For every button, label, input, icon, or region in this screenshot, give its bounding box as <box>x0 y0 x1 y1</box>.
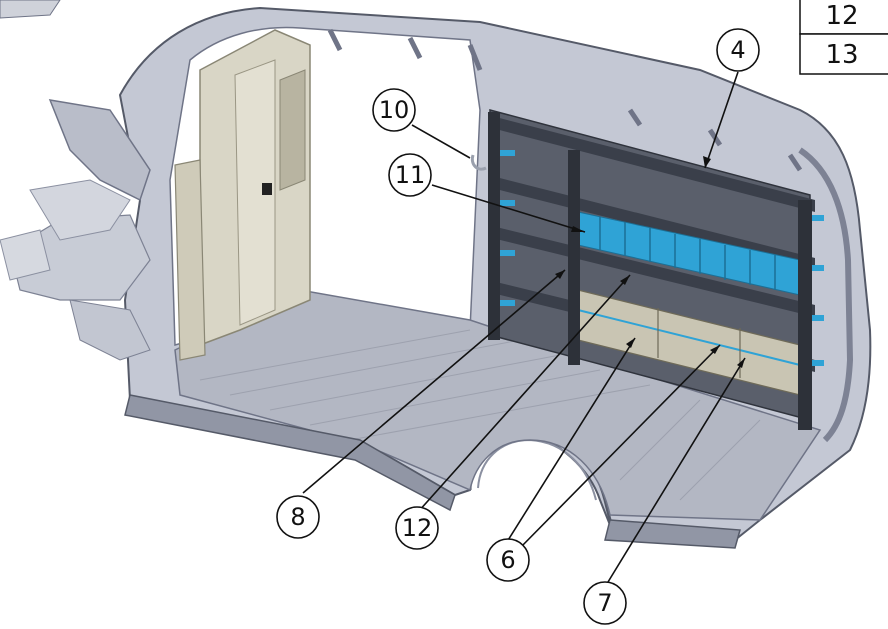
svg-text:7: 7 <box>597 589 612 617</box>
svg-text:12: 12 <box>402 514 433 542</box>
leader-6a <box>504 337 636 546</box>
callout-12: 12 <box>395 506 439 550</box>
callout-7: 7 <box>583 581 627 625</box>
leader-4 <box>704 71 739 169</box>
svg-text:6: 6 <box>500 546 515 574</box>
parts-table-row: 12 <box>825 1 858 31</box>
leader-12 <box>417 274 631 513</box>
leader-8 <box>302 269 566 494</box>
front-cab-frame <box>0 0 151 361</box>
svg-text:11: 11 <box>395 161 426 189</box>
leader-7 <box>607 357 746 583</box>
arrowheads <box>555 156 745 368</box>
callout-10: 10 <box>372 88 416 132</box>
callout-6: 6 <box>486 538 530 582</box>
svg-text:8: 8 <box>290 503 305 531</box>
leader-11 <box>431 184 586 233</box>
svg-text:10: 10 <box>379 96 410 124</box>
callout-4: 4 <box>716 28 760 72</box>
cargo-floor <box>124 289 822 549</box>
parts-table-row: 13 <box>825 40 858 70</box>
parts-table: 12 13 <box>799 0 888 75</box>
callout-11: 11 <box>388 153 432 197</box>
leader-lines <box>302 71 746 583</box>
leader-10 <box>411 124 471 159</box>
leader-6b <box>517 344 721 551</box>
callout-8: 8 <box>276 495 320 539</box>
svg-text:4: 4 <box>730 36 745 64</box>
partition-bulkhead <box>174 29 311 361</box>
